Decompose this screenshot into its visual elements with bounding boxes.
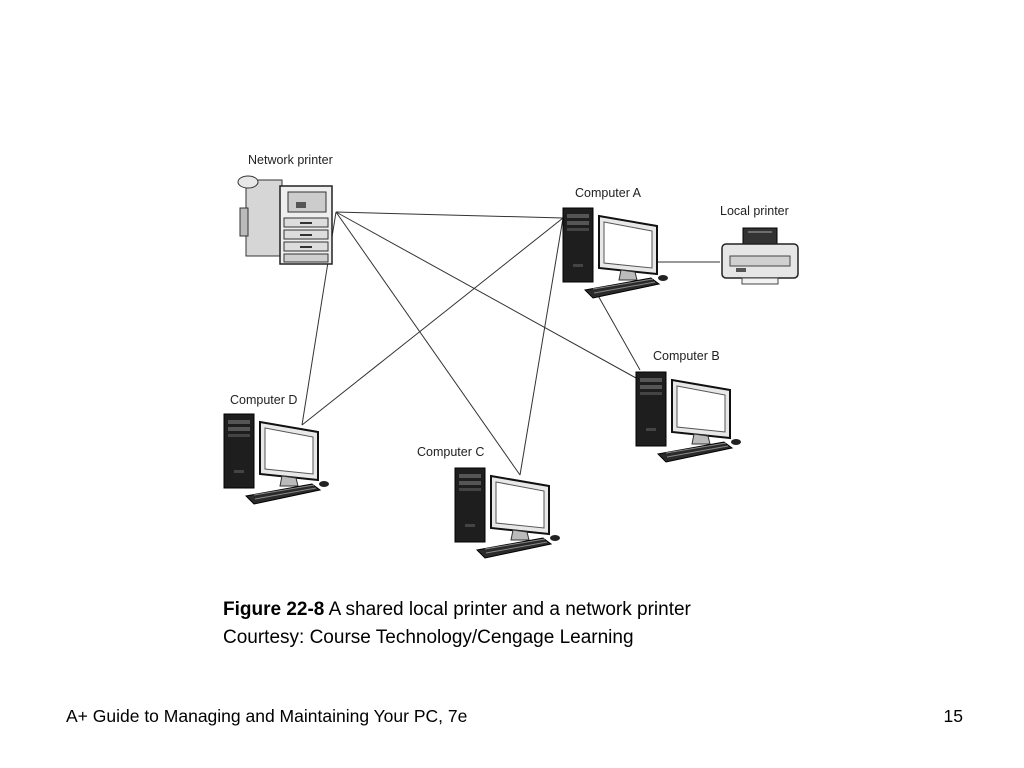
network-printer: Network printer bbox=[237, 153, 333, 265]
link-computer-a-computer-d bbox=[301, 217, 564, 426]
local-printer-label: Local printer bbox=[720, 204, 789, 218]
computer-d-label: Computer D bbox=[230, 393, 297, 407]
computer-a-label: Computer A bbox=[575, 186, 642, 200]
link-network-printer-computer-c bbox=[335, 211, 521, 476]
link-network-printer-computer-b bbox=[335, 211, 637, 379]
computer-a-icon bbox=[562, 207, 669, 299]
link-computer-a-computer-b bbox=[595, 291, 641, 371]
computer-c-icon bbox=[454, 467, 561, 559]
figure-number: Figure 22-8 bbox=[223, 599, 325, 620]
figure-credit: Courtesy: Course Technology/Cengage Lear… bbox=[223, 627, 634, 648]
caption-line: Figure 22-8 A shared local printer and a… bbox=[223, 596, 691, 624]
local-printer-icon bbox=[721, 227, 799, 285]
computer-a: Computer A bbox=[562, 186, 669, 299]
figure-title: A shared local printer and a network pri… bbox=[328, 599, 691, 620]
computer-c-label: Computer C bbox=[417, 445, 484, 459]
network-printer-icon bbox=[237, 175, 333, 265]
computer-d-icon bbox=[223, 413, 330, 505]
computer-b-icon bbox=[635, 371, 742, 463]
computer-c: Computer C bbox=[417, 445, 561, 559]
link-network-printer-computer-a bbox=[335, 211, 564, 219]
local-printer: Local printer bbox=[720, 204, 799, 285]
figure-caption: Figure 22-8 A shared local printer and a… bbox=[223, 596, 691, 652]
network-printer-label: Network printer bbox=[248, 153, 333, 167]
computer-b-label: Computer B bbox=[653, 349, 720, 363]
computer-b: Computer B bbox=[635, 349, 742, 463]
computer-d: Computer D bbox=[223, 393, 330, 505]
footer-title: A+ Guide to Managing and Maintaining You… bbox=[66, 706, 468, 726]
link-computer-a-computer-c bbox=[519, 217, 564, 476]
network-diagram: Network printer Computer A bbox=[223, 153, 799, 559]
page-number: 15 bbox=[943, 706, 963, 726]
